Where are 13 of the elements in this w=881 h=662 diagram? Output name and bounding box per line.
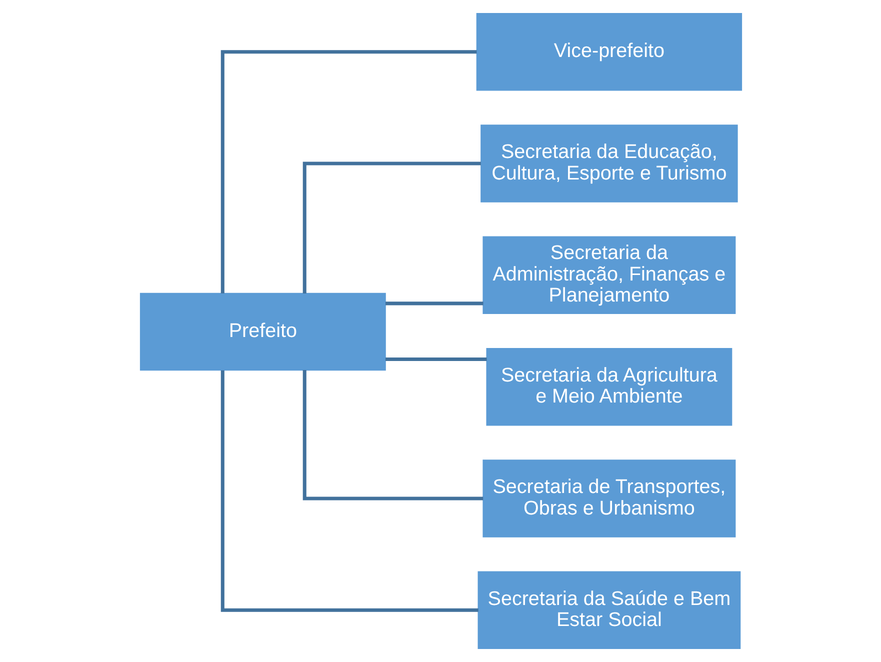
- connector: [220, 370, 478, 612]
- node-box: Secretaria da Saúde e Bem Estar Social: [477, 571, 740, 650]
- node-box: Secretaria da Educação, Cultura, Esporte e Turismo: [480, 124, 738, 202]
- connector: [302, 370, 483, 500]
- connector: [220, 50, 476, 294]
- node-box: Secretaria da Administração, Finanças e Planejamento: [482, 236, 736, 314]
- connector: [384, 358, 486, 362]
- connector: [302, 162, 480, 294]
- node-box: Prefeito: [139, 292, 386, 371]
- node-box: Secretaria da Agricultura e Meio Ambiente: [486, 348, 732, 426]
- connector: [384, 302, 483, 306]
- node-box: Secretaria de Transportes, Obras e Urbanismo: [482, 460, 736, 538]
- node-box: Vice-prefeito: [476, 12, 742, 91]
